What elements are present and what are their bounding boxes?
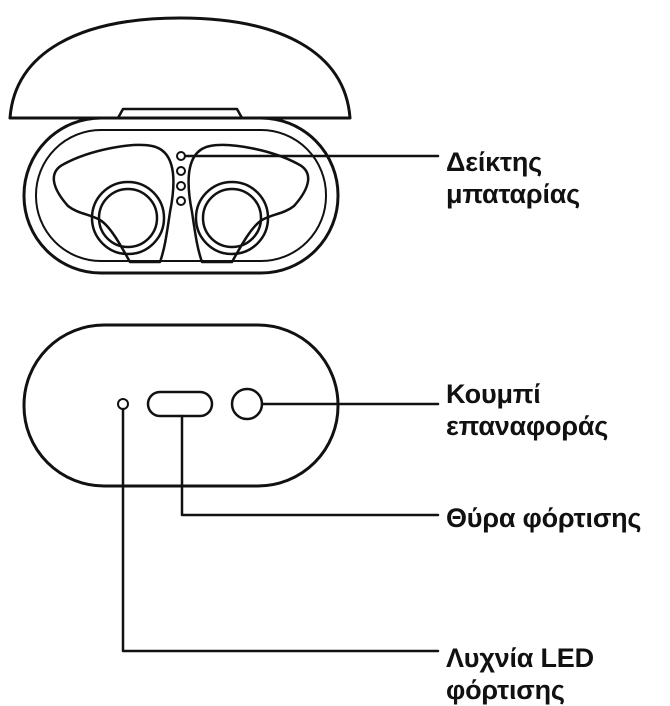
right-earbud xyxy=(187,143,310,264)
charging-led-label: Λυχνία LED φόρτισης xyxy=(446,642,594,706)
battery-indicator-label-line2: μπαταρίας xyxy=(446,179,580,209)
case-hinge xyxy=(116,107,244,120)
case-lid xyxy=(8,16,352,120)
battery-indicator-label-line1: Δείκτης xyxy=(446,147,542,177)
charging-led xyxy=(117,398,129,410)
reset-button-label-line1: Κουμπί xyxy=(446,379,541,409)
charging-port-label-line1: Θύρα φόρτισης xyxy=(446,503,642,533)
charging-port-leader xyxy=(180,414,440,517)
charging-port xyxy=(146,390,214,418)
charging-led-label-line2: φόρτισης xyxy=(446,675,565,705)
charging-led-label-line1: Λυχνία LED xyxy=(446,643,594,673)
reset-button-label: Κουμπί επαναφοράς xyxy=(446,378,608,442)
battery-indicator-label: Δείκτης μπαταρίας xyxy=(446,146,580,210)
charging-led-leader xyxy=(121,407,440,653)
charging-port-label: Θύρα φόρτισης xyxy=(446,502,641,534)
left-earbud xyxy=(52,143,175,264)
reset-button-label-line2: επαναφοράς xyxy=(446,411,609,441)
case-base-open xyxy=(22,116,340,275)
reset-button xyxy=(230,387,264,421)
battery-indicator-leds xyxy=(176,151,186,206)
